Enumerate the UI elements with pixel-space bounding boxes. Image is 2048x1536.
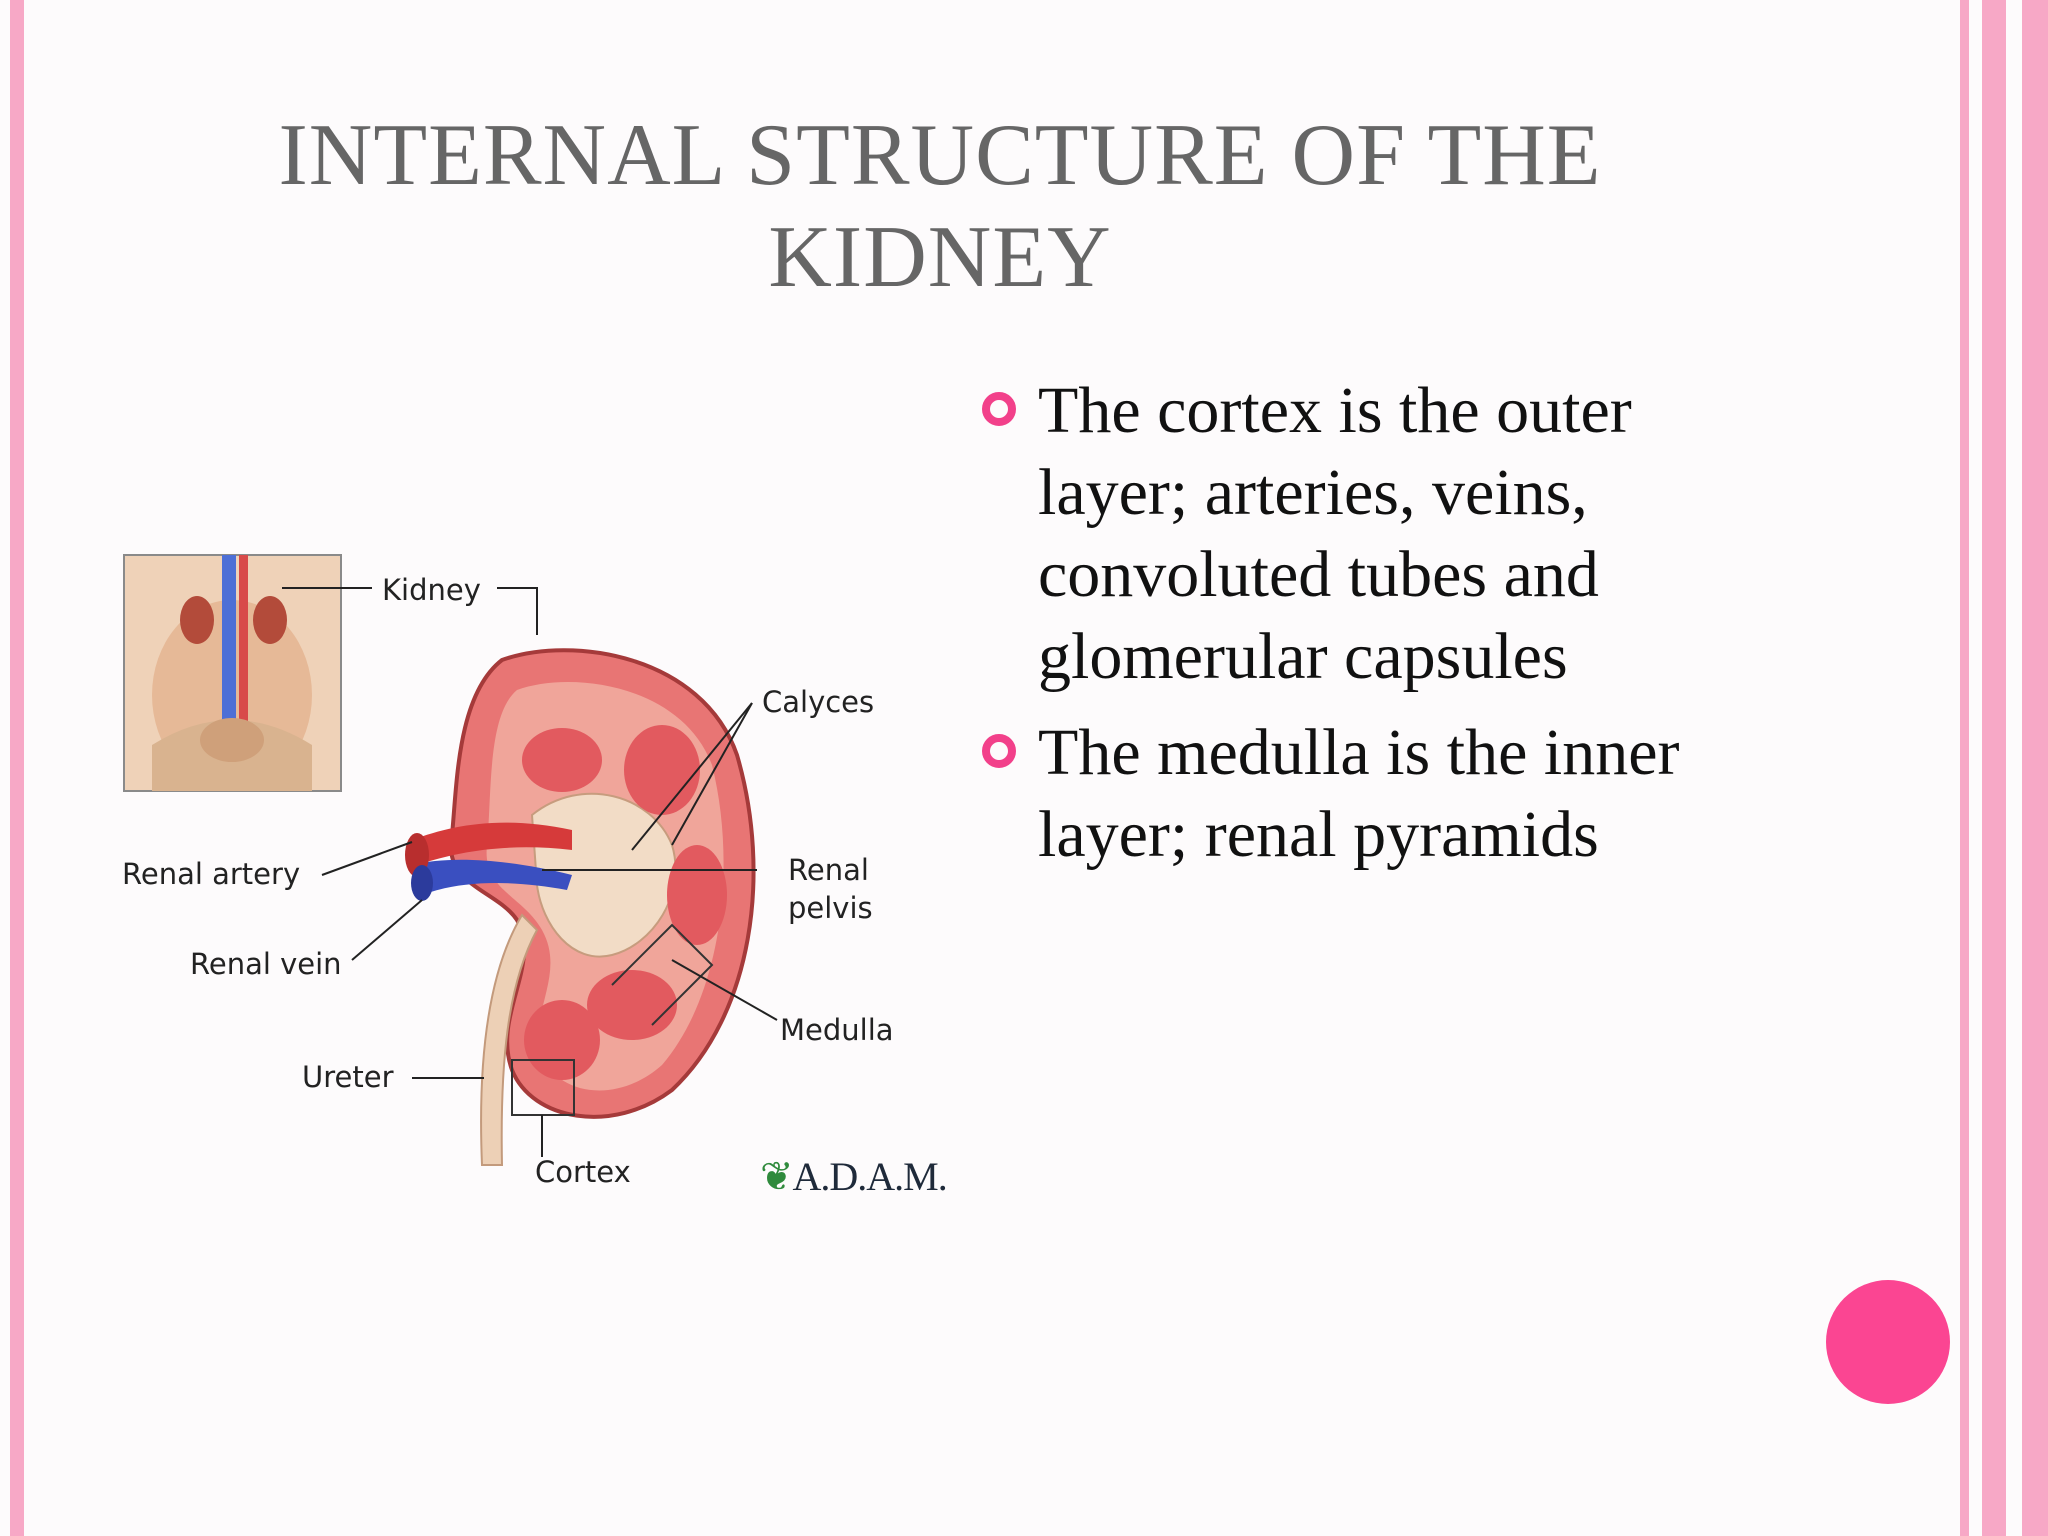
bullet-item: The cortex is the outer layer; arteries,… — [975, 370, 1795, 698]
ring-bullet-icon — [982, 734, 1016, 768]
bullet-text: The medulla is the inner layer; renal py… — [1038, 716, 1680, 871]
renal-pelvis-label: pelvis — [788, 891, 873, 925]
right-border-stripe — [1982, 0, 2006, 1536]
right-border-stripe — [1960, 0, 1969, 1536]
kidney-cross-section — [405, 648, 756, 1166]
leader-lines — [282, 587, 778, 1157]
kidney-label: Kidney — [382, 573, 481, 607]
adam-logo: ❦A.D.A.M. — [760, 1154, 948, 1199]
renal-pelvis-label: Renal — [788, 853, 869, 887]
calyces-label: Calyces — [762, 685, 875, 719]
slide-title: INTERNAL STRUCTURE OF THE KIDNEY — [278, 107, 1602, 306]
kidney-diagram: Kidney Calyces Renal artery Renal vein R… — [112, 545, 948, 1205]
bullet-item: The medulla is the inner layer; renal py… — [975, 712, 1795, 876]
medulla-label: Medulla — [780, 1013, 894, 1047]
right-border-stripe — [2022, 0, 2048, 1536]
body-inset-image — [123, 554, 342, 792]
bullet-list: The cortex is the outer layer; arteries,… — [975, 370, 1795, 876]
pink-circle-decoration — [1826, 1280, 1950, 1404]
bullet-text: The cortex is the outer layer; arteries,… — [1038, 374, 1632, 693]
left-border-stripe — [10, 0, 24, 1536]
renal-vein-label: Renal vein — [190, 947, 342, 981]
cortex-label: Cortex — [535, 1155, 631, 1189]
leaf-icon: ❦ — [760, 1154, 794, 1199]
kidney-illustration — [123, 554, 778, 1166]
ring-bullet-icon — [982, 392, 1016, 426]
renal-artery-label: Renal artery — [122, 857, 301, 891]
ureter-label: Ureter — [302, 1060, 394, 1094]
